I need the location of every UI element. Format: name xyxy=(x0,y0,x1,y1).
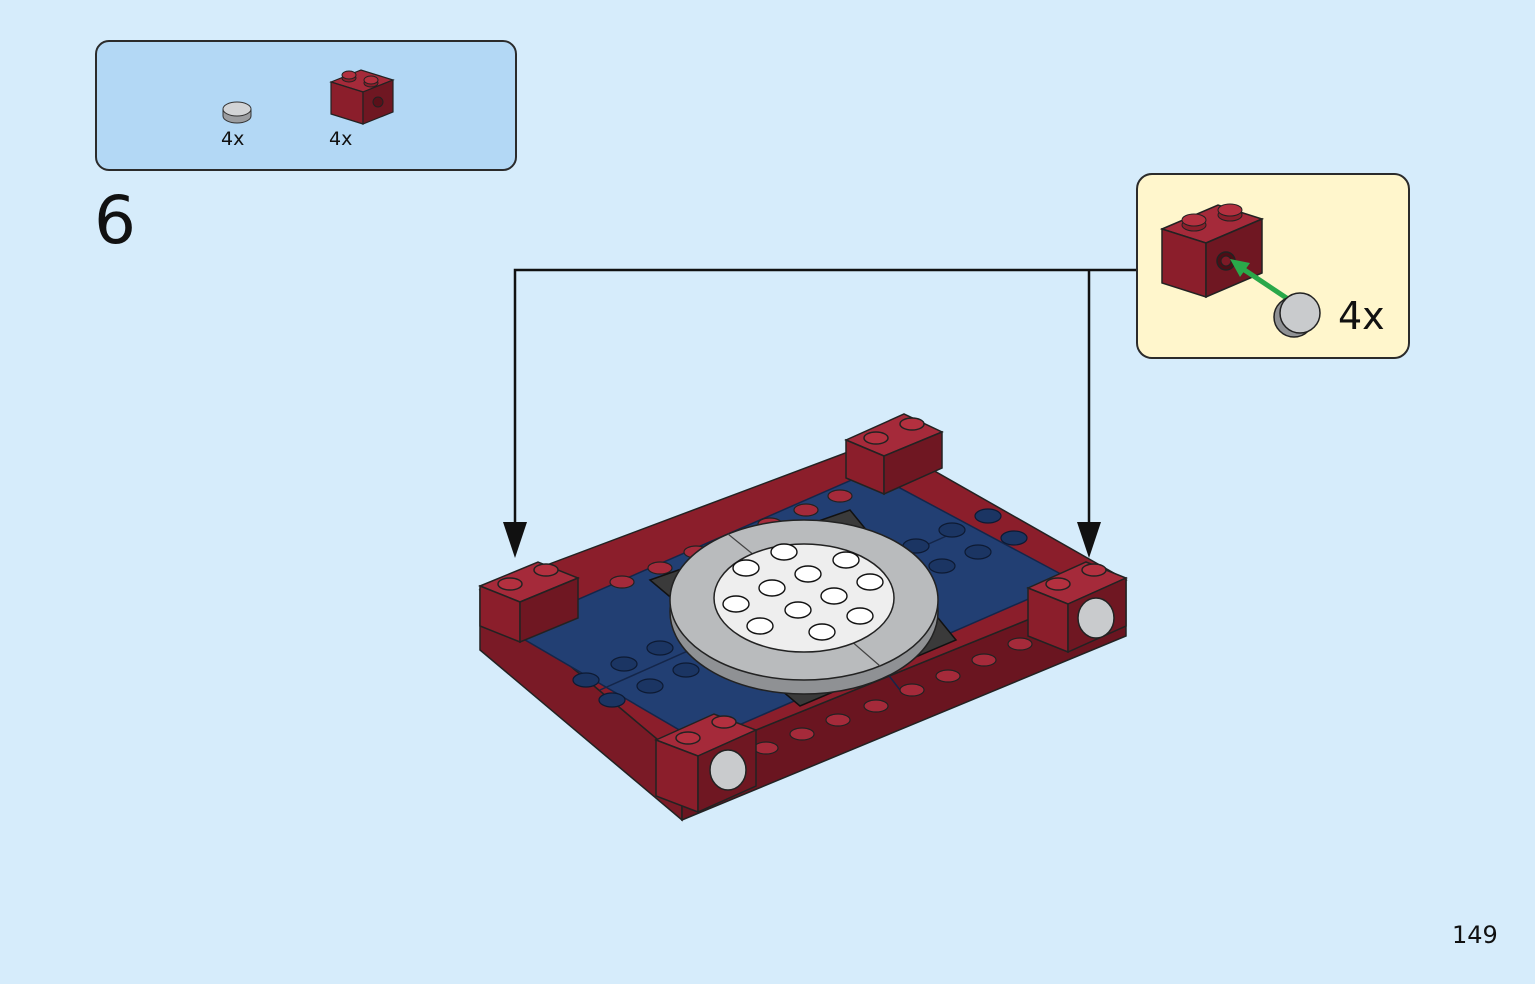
green-arrow-icon xyxy=(1230,259,1296,306)
part-count-brick: 4x xyxy=(329,128,353,150)
round-tile-light-gray-icon xyxy=(222,101,252,124)
part-count-round-tile: 4x xyxy=(221,128,245,150)
parts-list-box: 4x 4x xyxy=(95,40,517,171)
sub-assembly-callout: 4x xyxy=(1136,173,1410,359)
round-tile-light-gray-icon xyxy=(1273,292,1321,338)
step-number: 6 xyxy=(94,182,136,259)
brick-with-stud-hole-icon xyxy=(1159,203,1265,299)
page-number: 149 xyxy=(1452,921,1498,949)
brick-1x2-dark-red-icon xyxy=(329,69,395,125)
callout-count: 4x xyxy=(1338,294,1385,338)
